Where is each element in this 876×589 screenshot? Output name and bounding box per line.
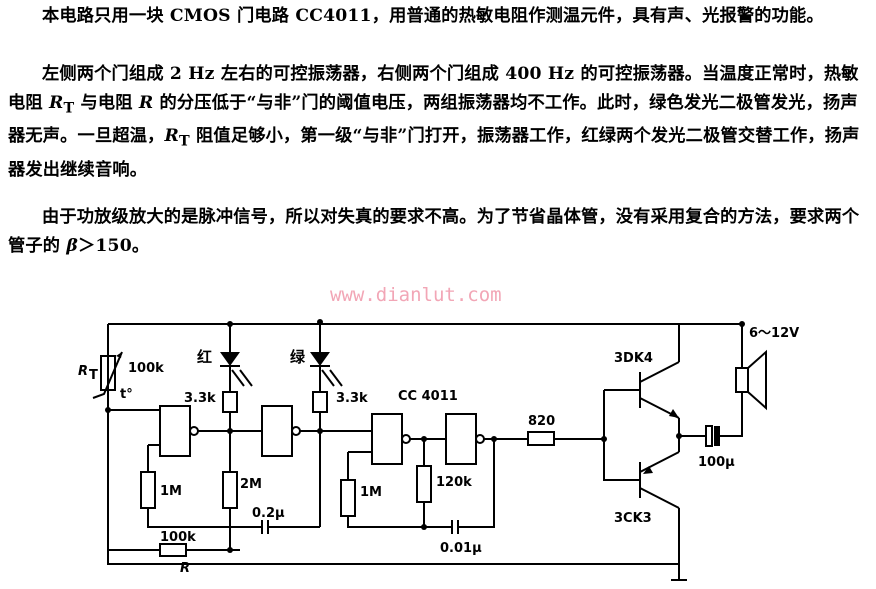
transistor-3ck3	[639, 451, 680, 509]
paragraph-intro-text: 本电路只用一块 CMOS 门电路 CC4011，用普通的热敏电阻作测温元件，具有…	[42, 6, 824, 26]
rail-node	[317, 319, 323, 325]
rt-value-label: 100k	[128, 361, 164, 376]
gate4-output-node	[491, 436, 497, 442]
res-2m-label: 2M	[240, 477, 262, 492]
rt-symbol-inline-2: R	[164, 126, 179, 147]
cap-0-01u-label: 0.01μ	[440, 541, 482, 556]
ground-rail-wire	[107, 545, 679, 565]
rt-symbol-label: R	[78, 364, 88, 379]
paragraph-operation-text-c: 的分压低于“与非”门的阈值电压，两组振荡器均不工作。此时，绿色发光二极管发光，扬…	[8, 92, 858, 147]
rt-subscript-label: T	[89, 368, 98, 383]
nand-gate-1	[159, 405, 199, 457]
rt-node	[105, 407, 111, 413]
paragraph-amplifier: 由于功放级放大的是脉冲信号，所以对失真的要求不高。为了节省晶体管，没有采用复合的…	[8, 203, 870, 260]
res-1m-b-label: 1M	[360, 485, 382, 500]
rt-subscript-inline-2: T	[178, 133, 190, 150]
cap-100u-label: 100μ	[698, 455, 735, 470]
rt-temp-label: t°	[120, 387, 133, 402]
supply-node	[739, 321, 745, 327]
q-bottom-label: 3CK3	[614, 511, 652, 526]
res-1m-a-label: 1M	[160, 484, 182, 499]
rt-symbol-inline: R	[48, 92, 64, 113]
red-led	[220, 352, 253, 387]
paragraph-operation-text-a: 左侧两个门组成 2 Hz 左右的可控振荡器，右侧两个门组成 400 Hz 的可控…	[8, 64, 859, 113]
speaker-icon	[735, 349, 767, 411]
r1m-bottom-wire	[147, 508, 262, 528]
green-led-label: 绿	[290, 348, 306, 366]
resistor-1m-b	[340, 479, 356, 517]
cap-0-2u-label: 0.2μ	[252, 506, 285, 521]
red-led-label: 红	[197, 348, 212, 366]
paragraph-amplifier-text-b: ＞150。	[77, 235, 150, 256]
r-symbol-inline: R	[138, 92, 154, 113]
cap-100u-out-wire	[720, 392, 743, 437]
nand-gate-2	[261, 405, 301, 457]
paragraph-amplifier-text-a: 由于功放级放大的是脉冲信号，所以对失真的要求不高。为了节省晶体管，没有采用复合的…	[8, 207, 860, 256]
green-led	[310, 352, 343, 387]
thermistor-rt	[92, 351, 123, 399]
res-820-label: 820	[528, 414, 555, 429]
rt-subscript-inline: T	[63, 99, 75, 116]
watermark-text: www.dianlut.com	[330, 284, 502, 306]
cap-0-01u-wire	[458, 439, 495, 528]
ic-label: CC 4011	[398, 389, 458, 404]
resistor-1m-a	[140, 471, 156, 509]
supply-label: 6～12V	[749, 326, 799, 341]
red-led-rail-node	[227, 321, 233, 327]
transistor-3dk4	[639, 361, 680, 419]
r-value-label: 100k	[160, 530, 196, 545]
cap-0-2u	[261, 520, 269, 534]
cap-100u	[705, 425, 720, 447]
paragraph-operation-text-b: 与电阻	[74, 92, 139, 113]
resistor-2m	[222, 471, 238, 509]
r2m-bottom-node	[227, 547, 233, 553]
base-wires	[603, 389, 640, 481]
paragraph-intro: 本电路只用一块 CMOS 门电路 CC4011，用普通的热敏电阻作测温元件，具有…	[8, 2, 870, 31]
cap-0-01u	[451, 520, 459, 534]
res-3k3-b-label: 3.3k	[336, 391, 368, 406]
paragraph-operation: 左侧两个门组成 2 Hz 左右的可控振荡器，右侧两个门组成 400 Hz 的可控…	[8, 60, 870, 185]
resistor-120k	[416, 465, 432, 503]
resistor-3k3-a	[222, 391, 238, 413]
nand-gate-4	[445, 413, 485, 465]
r1m-b-bottom-wire	[347, 516, 452, 528]
paragraph-operation-text-d: 阻值足够小，第一级“与非”门打开，振荡器工作，红绿两个发光二极管交替工作，扬声器…	[8, 126, 860, 181]
res-120k-label: 120k	[436, 475, 472, 490]
resistor-r	[159, 543, 187, 557]
nand-gate-3	[371, 413, 411, 465]
r120k-bottom-node	[421, 524, 427, 530]
resistor-3k3-b	[312, 391, 328, 413]
q-top-label: 3DK4	[614, 351, 653, 366]
resistor-820	[527, 431, 555, 446]
beta-symbol: β	[66, 235, 78, 256]
res-3k3-a-label: 3.3k	[184, 391, 216, 406]
r-symbol-label: R	[180, 561, 190, 576]
